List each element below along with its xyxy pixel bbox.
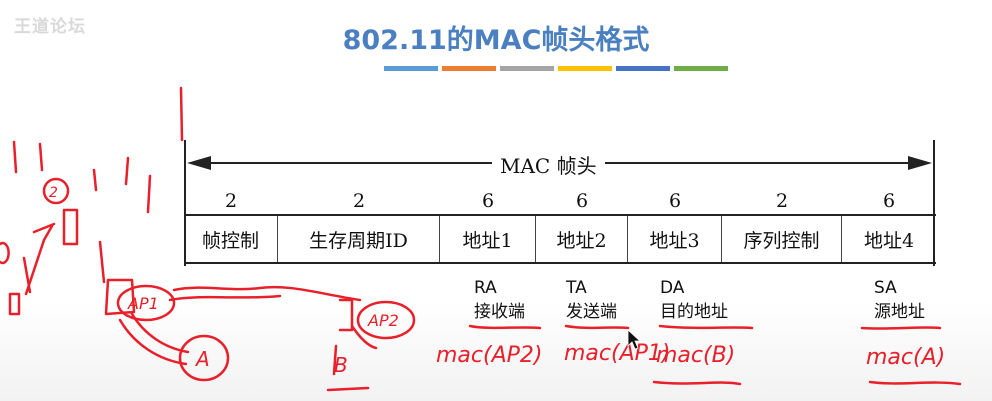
mac-ap1-note: mac(AP1) xyxy=(564,341,671,366)
color-bar-segment xyxy=(558,66,612,71)
field-size: 2 xyxy=(775,190,789,212)
address-desc: 源地址 xyxy=(874,302,925,322)
field-address-3: 地址3 xyxy=(628,216,722,262)
mac-header-fields: 帧控制 生存周期ID 地址1 地址2 地址3 序列控制 地址4 xyxy=(184,214,936,264)
address-abbr: SA xyxy=(874,278,897,298)
field-size: 6 xyxy=(575,190,589,212)
address-abbr: TA xyxy=(566,278,587,298)
mac-b-note: mac(B) xyxy=(656,343,735,368)
mouse-cursor-icon xyxy=(627,329,642,350)
color-bar-segment xyxy=(442,66,496,71)
address-3-note: DA 目的地址 xyxy=(660,276,728,324)
watermark: 王道论坛 xyxy=(14,17,86,37)
address-desc: 目的地址 xyxy=(660,302,728,322)
field-sequence-control: 序列控制 xyxy=(722,216,842,262)
address-4-note: SA 源地址 xyxy=(874,276,925,324)
field-address-2: 地址2 xyxy=(536,216,628,262)
color-bar-segment xyxy=(500,66,554,71)
host-a-label: A xyxy=(194,347,210,371)
field-address-4: 地址4 xyxy=(863,229,915,252)
field-size: 6 xyxy=(668,190,682,212)
field-size: 2 xyxy=(352,190,366,212)
address-1-note: RA 接收端 xyxy=(474,276,525,324)
field-size-row: 2 2 6 6 6 2 6 xyxy=(184,190,936,214)
color-bar-segment xyxy=(674,66,728,71)
field-frame-control: 帧控制 xyxy=(184,216,278,262)
slide-title: 802.11的MAC帧头格式 xyxy=(342,25,650,56)
address-abbr: DA xyxy=(660,278,685,298)
host-b-label: B xyxy=(334,353,348,377)
color-bar-segment xyxy=(384,66,438,71)
address-desc: 发送端 xyxy=(566,302,617,322)
mac-header-label: MAC 帧头 xyxy=(492,150,605,179)
field-size: 2 xyxy=(224,190,238,212)
address-2-note: TA 发送端 xyxy=(566,276,617,324)
field-address-1: 地址1 xyxy=(440,216,536,262)
mac-a-note: mac(A) xyxy=(866,345,945,370)
field-size: 6 xyxy=(882,190,896,212)
field-duration-id: 生存周期ID xyxy=(278,216,440,262)
address-desc: 接收端 xyxy=(474,302,525,322)
address-abbr: RA xyxy=(474,278,497,298)
mac-ap2-note: mac(AP2) xyxy=(436,343,543,368)
field-size: 6 xyxy=(481,190,495,212)
color-bar-segment xyxy=(616,66,670,71)
ap1-label: AP1 xyxy=(127,294,159,313)
ap2-label: AP2 xyxy=(367,311,399,330)
circle-2-digit: 2 xyxy=(49,185,58,201)
